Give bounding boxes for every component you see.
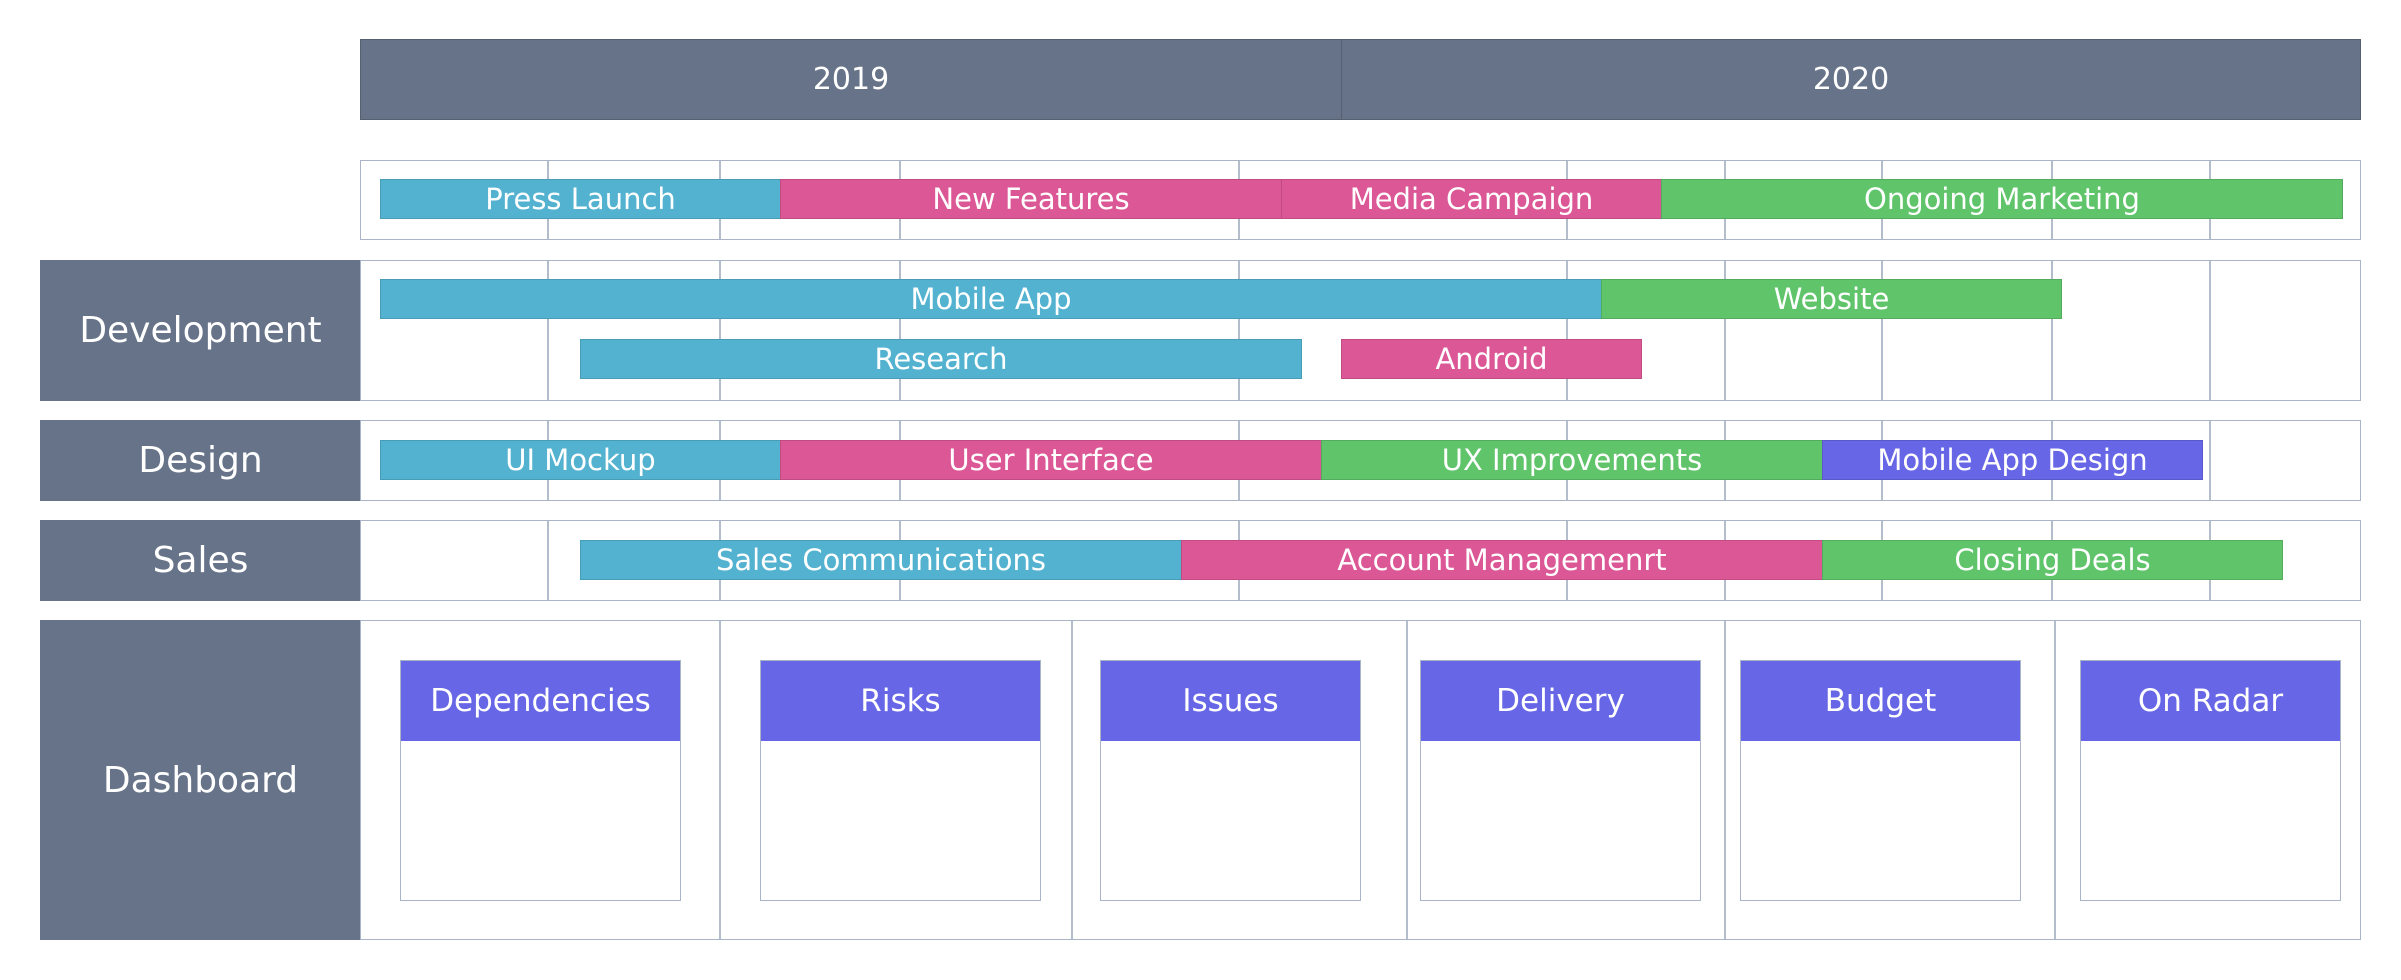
grid-line <box>2209 261 2211 400</box>
task-android[interactable]: Android <box>1341 339 1642 379</box>
marketing-row: Press Launch New Features Media Campaign… <box>360 160 2361 240</box>
card-title: Risks <box>761 661 1040 741</box>
grid-line <box>2209 421 2211 500</box>
dashboard-card-delivery[interactable]: Delivery <box>1420 660 1701 901</box>
task-mobile-app-design[interactable]: Mobile App Design <box>1822 440 2203 480</box>
grid-line <box>1238 261 1240 400</box>
task-ux-improvements[interactable]: UX Improvements <box>1321 440 1823 480</box>
grid-line <box>1724 261 1726 400</box>
task-ui-mockup[interactable]: UI Mockup <box>380 440 781 480</box>
task-account-management[interactable]: Account Managemenrt <box>1181 540 1823 580</box>
grid-line <box>899 261 901 400</box>
task-research[interactable]: Research <box>580 339 1302 379</box>
row-label-sales: Sales <box>40 520 361 601</box>
card-title: Issues <box>1101 661 1360 741</box>
card-title: Dependencies <box>401 661 680 741</box>
task-press-launch[interactable]: Press Launch <box>380 179 781 219</box>
year-divider <box>1341 40 1342 119</box>
design-row: UI Mockup User Interface UX Improvements… <box>360 420 2361 501</box>
row-label-design: Design <box>40 420 361 501</box>
task-closing-deals[interactable]: Closing Deals <box>1822 540 2283 580</box>
dashboard-card-issues[interactable]: Issues <box>1100 660 1361 901</box>
row-label-dashboard: Dashboard <box>40 620 361 940</box>
year-header: 2019 2020 <box>360 39 2361 120</box>
task-media-campaign[interactable]: Media Campaign <box>1281 179 1662 219</box>
dashboard-card-risks[interactable]: Risks <box>760 660 1041 901</box>
task-new-features[interactable]: New Features <box>780 179 1282 219</box>
grid-line <box>1881 261 1883 400</box>
dashboard-card-on-radar[interactable]: On Radar <box>2080 660 2341 901</box>
grid-line <box>1566 261 1568 400</box>
year-2019-label: 2019 <box>812 62 890 97</box>
row-label-development: Development <box>40 260 361 401</box>
grid-line <box>547 521 549 600</box>
grid-line <box>2051 261 2053 400</box>
grid-line <box>719 621 721 939</box>
task-sales-communications[interactable]: Sales Communications <box>580 540 1182 580</box>
year-2020-label: 2020 <box>1812 62 1890 97</box>
task-mobile-app[interactable]: Mobile App <box>380 279 1602 319</box>
dashboard-card-dependencies[interactable]: Dependencies <box>400 660 681 901</box>
card-title: On Radar <box>2081 661 2340 741</box>
grid-line <box>1724 621 1726 939</box>
card-title: Delivery <box>1421 661 1700 741</box>
development-row: Mobile App Website Research Android <box>360 260 2361 401</box>
sales-row: Sales Communications Account Managemenrt… <box>360 520 2361 601</box>
grid-line <box>1071 621 1073 939</box>
dashboard-card-budget[interactable]: Budget <box>1740 660 2021 901</box>
grid-line <box>1406 621 1408 939</box>
card-title: Budget <box>1741 661 2020 741</box>
task-ongoing-marketing[interactable]: Ongoing Marketing <box>1661 179 2343 219</box>
task-website[interactable]: Website <box>1601 279 2062 319</box>
grid-line <box>719 261 721 400</box>
grid-line <box>547 261 549 400</box>
task-user-interface[interactable]: User Interface <box>780 440 1322 480</box>
grid-line <box>2054 621 2056 939</box>
